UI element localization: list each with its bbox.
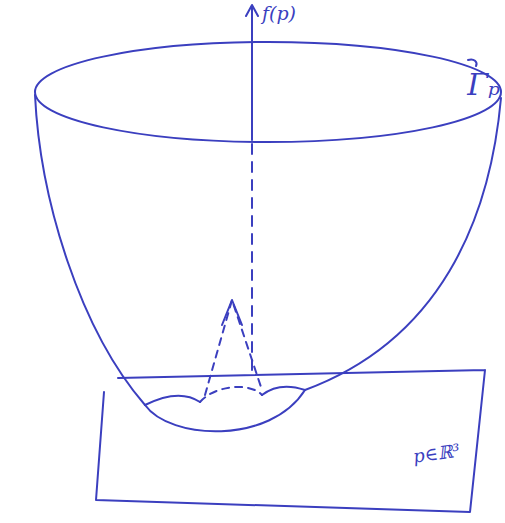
- bowl-right-side: [305, 98, 501, 390]
- axis-label: f(p): [262, 4, 296, 23]
- curve-label: Γₚ: [467, 70, 500, 100]
- rim-tick: [468, 59, 477, 66]
- bowl-left-side: [35, 95, 145, 405]
- base-plane: [96, 370, 485, 512]
- axis-head: [246, 5, 258, 16]
- cone-tip: [222, 300, 242, 325]
- space-label: p∈ℝ³: [412, 441, 461, 465]
- hidden-cone: [205, 300, 262, 395]
- cusp-curve: [145, 387, 305, 405]
- hidden-arc: [200, 387, 262, 402]
- axis-dashed: [251, 140, 253, 370]
- axis-line: [251, 6, 253, 140]
- rim-ellipse: [35, 42, 501, 142]
